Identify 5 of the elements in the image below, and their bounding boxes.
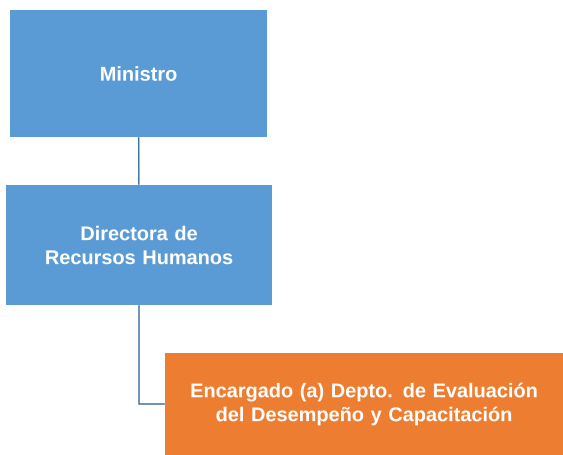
connector-line [138,305,165,405]
org-box: Directora de Recursos Humanos [6,184,272,305]
org-box: Ministro [10,10,267,137]
connector-line [138,137,140,185]
org-box: Encargado (a) Depto. de Evaluación del Desempeño y Capacitación [165,352,563,455]
